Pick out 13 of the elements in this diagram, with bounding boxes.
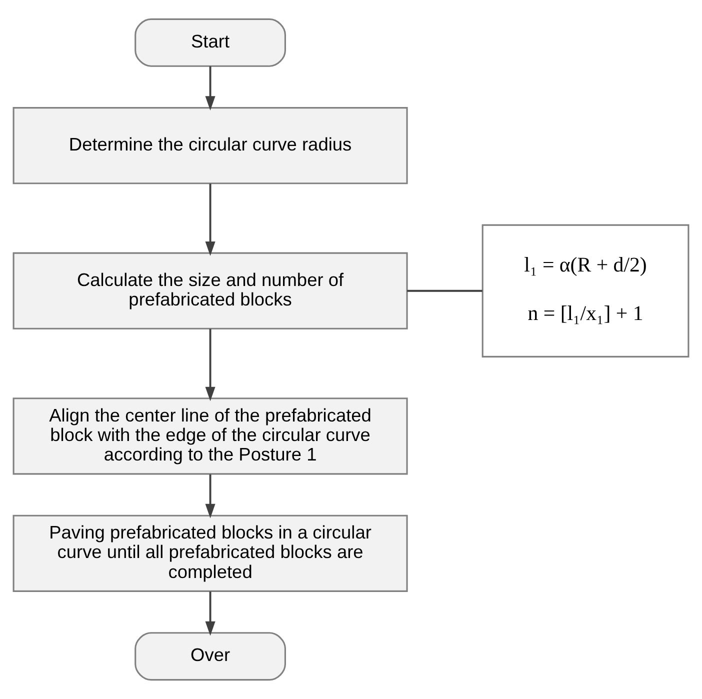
- node-box: l₁ = α(R + d/2) n = [l₁/x₁] + 1: [482, 224, 690, 358]
- node-box: Paving prefabricated blocks in a circular curve until all prefabricated blocks are completed: [12, 514, 408, 592]
- node-box: Align the center line of the prefabricated block with the edge of the circular curve according to the Posture 1: [12, 398, 408, 475]
- connector: [407, 290, 482, 292]
- arrow: [205, 328, 216, 402]
- arrow: [205, 474, 216, 518]
- arrow: [205, 592, 216, 636]
- node-box: Calculate the size and number of prefabricated blocks: [12, 252, 408, 330]
- node-box: Over: [134, 632, 286, 681]
- arrow: [205, 184, 216, 256]
- node-box: Determine the circular curve radius: [12, 107, 408, 184]
- arrow: [205, 66, 216, 110]
- node-box: Start: [134, 18, 286, 67]
